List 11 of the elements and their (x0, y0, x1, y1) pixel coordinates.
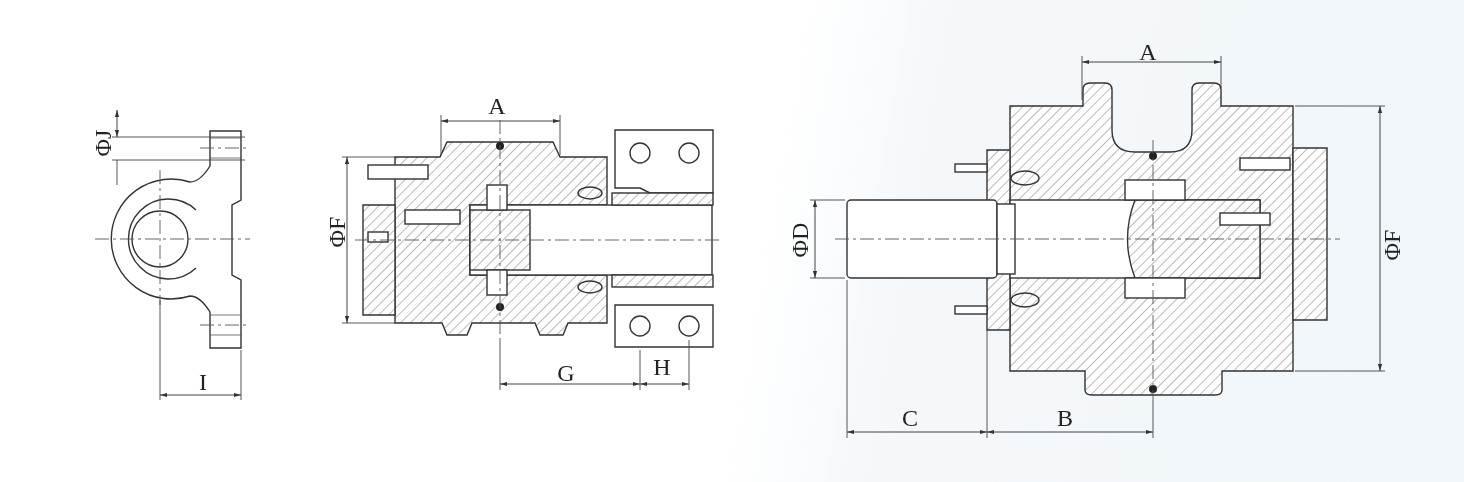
dimension-label: I (199, 370, 207, 394)
dimension-label: A (488, 94, 506, 118)
dimension-label: ΦF (325, 216, 349, 248)
dimension-label: A (1139, 40, 1157, 64)
dimension-label: ΦJ (91, 129, 115, 157)
dimension-label: C (902, 406, 918, 430)
dimension-label: ΦF (1380, 229, 1404, 261)
dimension-label: H (653, 355, 671, 379)
dimension-label: ΦD (788, 222, 812, 258)
dimension-label: G (557, 361, 575, 385)
dimension-label: B (1057, 406, 1073, 430)
